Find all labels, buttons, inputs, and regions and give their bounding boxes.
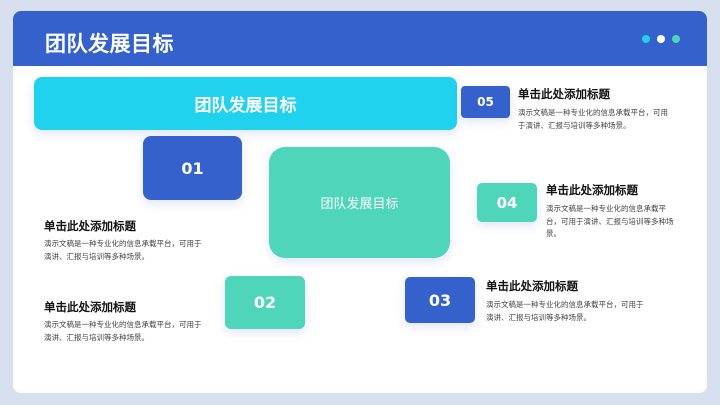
header-bar: 团队发展目标 xyxy=(13,11,707,66)
center-box[interactable]: 团队发展目标 xyxy=(269,147,450,258)
item-desc-03[interactable]: 演示文稿是一种专业化的信息承载平台，可用于演讲、汇报与培训等多种场景。 xyxy=(486,300,644,322)
item-desc-02[interactable]: 演示文稿是一种专业化的信息承载平台，可用于演讲、汇报与培训等多种场景。 xyxy=(44,320,202,342)
dot-teal-icon xyxy=(672,35,680,43)
number-box-03[interactable]: 03 xyxy=(405,277,475,323)
item-desc-01[interactable]: 演示文稿是一种专业化的信息承载平台，可用于演讲、汇报与培训等多种场景。 xyxy=(44,239,202,261)
number-box-02[interactable]: 02 xyxy=(225,276,305,329)
item-title-04[interactable]: 单击此处添加标题 xyxy=(546,183,638,197)
item-title-05[interactable]: 单击此处添加标题 xyxy=(518,87,610,101)
dot-cyan-icon xyxy=(642,35,650,43)
item-title-01[interactable]: 单击此处添加标题 xyxy=(44,219,136,233)
slide-card: 团队发展目标 xyxy=(13,11,707,393)
dot-white-icon xyxy=(657,35,665,43)
number-box-01[interactable]: 01 xyxy=(143,136,242,200)
item-desc-04[interactable]: 演示文稿是一种专业化的信息承载平台，可用于演讲、汇报与培训等多种场景。 xyxy=(546,204,674,238)
item-title-03[interactable]: 单击此处添加标题 xyxy=(486,279,578,293)
number-box-04[interactable]: 04 xyxy=(477,183,537,222)
item-desc-05[interactable]: 演示文稿是一种专业化的信息承载平台，可用于演讲、汇报与培训等多种场景。 xyxy=(518,108,668,130)
window-dots xyxy=(642,35,680,43)
number-box-05[interactable]: 05 xyxy=(461,86,510,118)
page-title: 团队发展目标 xyxy=(45,32,174,56)
banner-box[interactable]: 团队发展目标 xyxy=(34,77,457,130)
item-title-02[interactable]: 单击此处添加标题 xyxy=(44,300,136,314)
